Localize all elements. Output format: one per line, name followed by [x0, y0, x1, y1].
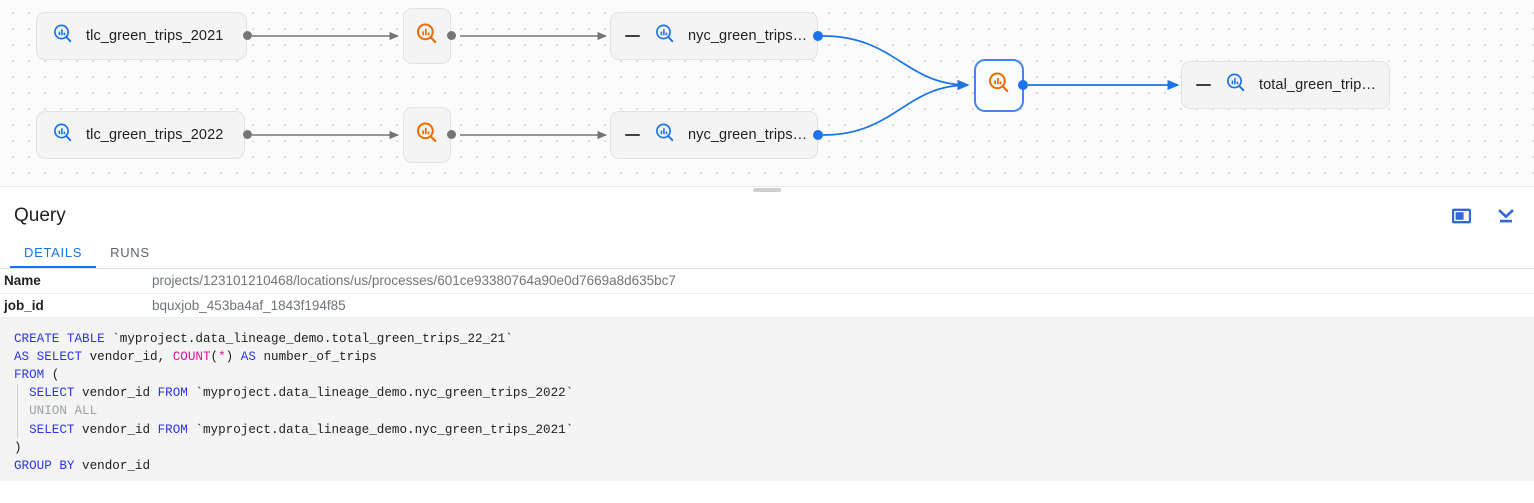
table-search-icon [653, 121, 677, 150]
sql-token: FROM [157, 422, 188, 437]
sql-token: `myproject.data_lineage_demo.nyc_green_t… [187, 422, 574, 437]
collapse-minus-icon[interactable] [625, 133, 640, 137]
node-output-port[interactable] [447, 31, 456, 40]
sql-token: UNION ALL [29, 404, 98, 419]
sql-line: CREATE TABLE `myproject.data_lineage_dem… [14, 330, 1534, 348]
sql-token: GROUP BY [14, 458, 75, 473]
resize-grip[interactable] [753, 188, 781, 192]
lineage-node-process-selected[interactable] [974, 59, 1024, 112]
node-output-port[interactable] [447, 130, 456, 139]
split-panel-icon[interactable] [1449, 204, 1473, 228]
sql-line: ) [14, 439, 1534, 457]
details-table: Name projects/123101210468/locations/us/… [0, 269, 1534, 318]
sql-line: FROM ( [14, 366, 1534, 384]
sql-line: SELECT vendor_id FROM `myproject.data_li… [14, 420, 1534, 439]
lineage-node-label: total_green_trip… [1259, 77, 1376, 93]
sql-token: * [218, 349, 226, 364]
lineage-node-table[interactable]: total_green_trip… [1181, 61, 1390, 109]
detail-value: projects/123101210468/locations/us/proce… [152, 273, 676, 289]
query-panel-header: Query [0, 195, 1534, 237]
lineage-node-process[interactable] [403, 8, 451, 64]
sql-token: `myproject.data_lineage_demo.nyc_green_t… [187, 386, 574, 401]
page-title: Query [14, 205, 66, 226]
node-output-port[interactable] [243, 130, 252, 139]
table-search-icon [653, 22, 677, 51]
node-output-port[interactable] [1018, 80, 1028, 90]
lineage-node-label: tlc_green_trips_2022 [86, 127, 224, 143]
process-search-icon [414, 21, 440, 52]
detail-key: job_id [4, 297, 44, 313]
sql-token: ( [44, 367, 60, 382]
process-search-icon [414, 120, 440, 151]
sql-indent-guide [17, 384, 18, 403]
lineage-node-table[interactable]: nyc_green_trips… [610, 111, 818, 159]
lineage-node-process[interactable] [403, 107, 451, 163]
sql-line: GROUP BY vendor_id [14, 457, 1534, 475]
node-output-port[interactable] [243, 31, 252, 40]
sql-token: vendor_id [74, 386, 158, 401]
collapse-minus-icon[interactable] [1196, 83, 1211, 87]
sql-code-text: CREATE TABLE `myproject.data_lineage_dem… [0, 330, 1534, 476]
lineage-node-table[interactable]: nyc_green_trips… [610, 12, 818, 60]
sql-token: SELECT [29, 422, 75, 437]
lineage-node-label: nyc_green_trips… [688, 28, 808, 44]
lineage-node-label: tlc_green_trips_2021 [86, 28, 224, 44]
sql-token: SELECT [29, 386, 75, 401]
sql-token: vendor_id [74, 422, 158, 437]
sql-token: AS SELECT [14, 349, 90, 364]
table-row: job_id bquxjob_453ba4af_1843f194f85 [0, 293, 1534, 317]
sql-token: vendor_id [74, 458, 151, 473]
table-row: Name projects/123101210468/locations/us/… [0, 269, 1534, 293]
sql-token: ( [210, 349, 219, 364]
sql-line: AS SELECT vendor_id, COUNT(*) AS number_… [14, 348, 1534, 366]
sql-token: CREATE TABLE [14, 331, 113, 346]
sql-token: ) [14, 440, 22, 455]
panel-tabs: DETAILS RUNS [0, 237, 1534, 269]
tab-details[interactable]: DETAILS [10, 237, 97, 268]
sql-indent-guide [17, 420, 18, 439]
lineage-node-table[interactable]: tlc_green_trips_2021 [36, 12, 247, 60]
detail-key: Name [4, 273, 41, 289]
sql-token: ) [225, 349, 241, 364]
process-search-icon [986, 70, 1012, 101]
sql-token: COUNT [172, 349, 211, 364]
node-output-port[interactable] [813, 130, 823, 140]
table-search-icon [1224, 71, 1248, 100]
collapse-minus-icon[interactable] [625, 34, 640, 38]
sql-indent-guide [17, 402, 18, 421]
collapse-panel-icon[interactable] [1494, 204, 1518, 228]
sql-code-block[interactable]: CREATE TABLE `myproject.data_lineage_dem… [0, 317, 1534, 481]
sql-token: vendor_id, [89, 349, 173, 364]
sql-token: AS [240, 349, 264, 364]
sql-token: FROM [157, 386, 188, 401]
panel-resize-handle[interactable] [0, 186, 1534, 195]
sql-token: `myproject.data_lineage_demo.total_green… [112, 331, 513, 346]
tab-runs[interactable]: RUNS [110, 245, 150, 260]
sql-token: FROM [14, 367, 45, 382]
sql-token: number_of_trips [263, 349, 377, 364]
node-output-port[interactable] [813, 31, 823, 41]
panel-header-actions [1449, 204, 1518, 228]
table-search-icon [51, 22, 75, 51]
lineage-node-table[interactable]: tlc_green_trips_2022 [36, 111, 245, 159]
lineage-node-label: nyc_green_trips… [688, 127, 808, 143]
sql-line: UNION ALL [14, 402, 1534, 421]
table-search-icon [51, 121, 75, 150]
lineage-canvas[interactable]: tlc_green_trips_2021 nyc_green_tr [0, 0, 1534, 186]
detail-value: bquxjob_453ba4af_1843f194f85 [152, 297, 346, 313]
sql-line: SELECT vendor_id FROM `myproject.data_li… [14, 384, 1534, 403]
